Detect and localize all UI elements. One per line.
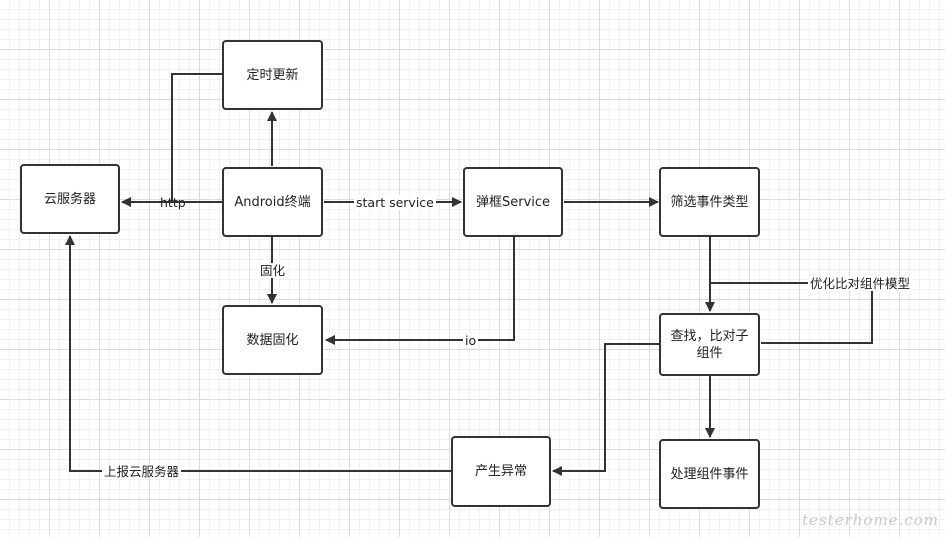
node-android-terminal-label: Android终端 — [234, 194, 311, 210]
edge-exception-to-cloud — [65, 235, 451, 472]
node-handle-component-event-label: 处理组件事件 — [670, 466, 749, 482]
node-data-persist[interactable]: 数据固化 — [222, 305, 323, 375]
node-timed-update-label: 定时更新 — [246, 67, 299, 83]
edge-label-start-service: start service — [354, 195, 436, 210]
node-timed-update[interactable]: 定时更新 — [222, 40, 323, 110]
node-exception-raised[interactable]: 产生异常 — [451, 436, 551, 507]
node-data-persist-label: 数据固化 — [246, 332, 299, 348]
node-filter-event-type-label: 筛选事件类型 — [670, 194, 749, 210]
edge-optimize-loop — [710, 282, 873, 344]
watermark: testerhome.com — [802, 511, 939, 529]
node-popup-service-label: 弹框Service — [475, 194, 551, 210]
edge-timed-update-to-cloud — [171, 73, 222, 202]
node-filter-event-type[interactable]: 筛选事件类型 — [659, 167, 760, 237]
edge-label-http: http — [160, 195, 186, 210]
edge-label-optimize-model: 优化比对组件模型 — [808, 276, 913, 291]
node-cloud-server-label: 云服务器 — [43, 191, 96, 207]
node-find-compare-label-line2: 组件 — [696, 345, 723, 361]
edge-label-io: io — [463, 333, 479, 348]
edge-label-report-to-server: 上报云服务器 — [102, 464, 182, 479]
edge-find-to-exception — [552, 343, 659, 476]
node-handle-component-event[interactable]: 处理组件事件 — [659, 439, 760, 509]
node-exception-raised-label: 产生异常 — [474, 464, 527, 479]
node-cloud-server[interactable]: 云服务器 — [20, 164, 120, 234]
node-find-compare-label-line1: 查找，比对子 — [670, 328, 749, 344]
edge-label-persist: 固化 — [258, 263, 288, 278]
edge-service-to-persist — [325, 237, 515, 345]
node-find-compare[interactable]: 查找，比对子 组件 — [659, 313, 760, 376]
node-popup-service[interactable]: 弹框Service — [463, 167, 563, 237]
node-android-terminal[interactable]: Android终端 — [222, 167, 323, 237]
